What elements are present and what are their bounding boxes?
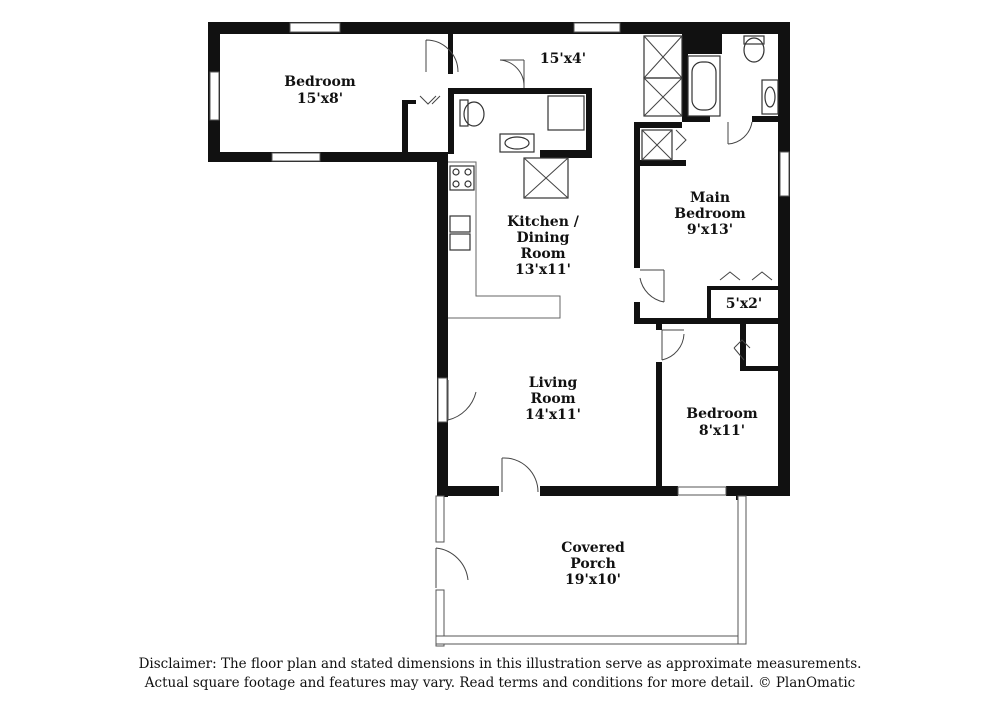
kitchen-name-2: Dining — [517, 230, 570, 246]
room-labels: Bedroom 15'x8' 15'x4' Kitchen / Dining R… — [284, 51, 762, 588]
kitchen-name-3: Room — [520, 246, 565, 262]
storage-box-icon — [641, 129, 673, 161]
sink-icon — [761, 79, 779, 115]
shower-icon — [523, 157, 569, 199]
porch-railing — [435, 495, 747, 647]
living-name-1: Living — [529, 375, 578, 391]
storage-box-icon — [643, 35, 683, 117]
toilet-icon — [459, 99, 485, 127]
closet-size: 5'x2' — [726, 296, 762, 312]
bathtub-icon — [687, 55, 721, 117]
kitchen-sink-icon — [449, 215, 471, 251]
stove-icon — [449, 165, 475, 191]
porch-name-1: Covered — [561, 540, 625, 556]
doors — [419, 39, 773, 588]
bedroom-top-name: Bedroom — [284, 74, 356, 90]
kitchen-name-1: Kitchen / — [507, 214, 580, 230]
windows — [209, 22, 790, 496]
sink-icon — [499, 133, 535, 153]
main-bedroom-name-2: Bedroom — [674, 206, 746, 222]
toilet-icon — [743, 35, 765, 63]
disclaimer-line-2: Actual square footage and features may v… — [144, 675, 856, 691]
bedroom-right-size: 8'x11' — [699, 423, 745, 439]
porch-size: 19'x10' — [565, 572, 621, 588]
bedroom-top-size: 15'x8' — [297, 91, 343, 107]
main-bedroom-name-1: Main — [690, 190, 730, 206]
main-bedroom-size: 9'x13' — [687, 222, 733, 238]
kitchen-counter — [448, 161, 561, 319]
living-name-2: Room — [530, 391, 575, 407]
porch-name-2: Porch — [570, 556, 616, 572]
bedroom-right-name: Bedroom — [686, 406, 758, 422]
disclaimer-line-1: Disclaimer: The floor plan and stated di… — [138, 656, 862, 672]
fixtures — [448, 35, 779, 319]
living-size: 14'x11' — [525, 407, 581, 423]
kitchen-size: 13'x11' — [515, 262, 571, 278]
interior-walls — [402, 34, 790, 494]
hall-size: 15'x4' — [540, 51, 586, 67]
